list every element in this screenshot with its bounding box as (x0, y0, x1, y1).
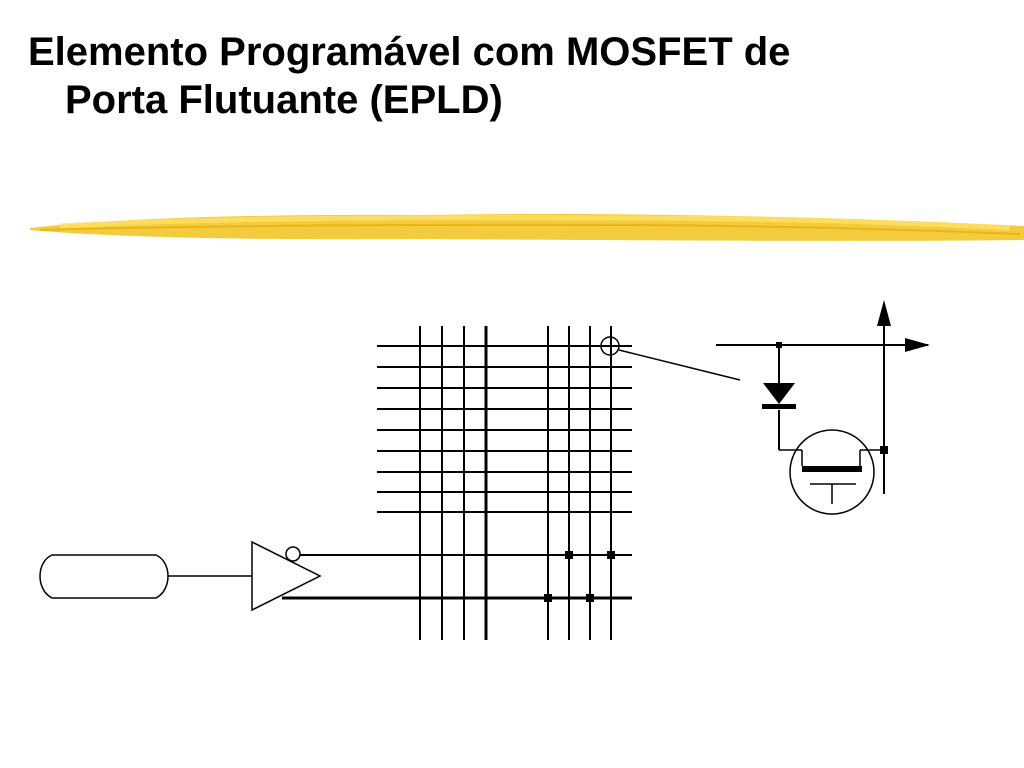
crosspoint-callout-line (618, 349, 741, 381)
matrix-horizontal-lines (377, 345, 632, 513)
brush-stroke-streak (39, 223, 1021, 235)
slide-title: Elemento Programável com MOSFET de Porta… (28, 28, 790, 124)
diode-triangle (763, 383, 795, 404)
junction-dot (880, 446, 888, 454)
matrix-vertical-lines (419, 326, 612, 640)
diode-bar (762, 404, 796, 409)
input-pad (39, 554, 169, 599)
programmable-crosspoint-circle (600, 336, 620, 356)
buffer-triangle (251, 540, 322, 612)
output-arrow-icon (905, 338, 930, 352)
brush-stroke-highlight (59, 215, 1011, 231)
connection-dot (607, 551, 615, 559)
slide-title-line1: Elemento Programável com MOSFET de (28, 30, 791, 74)
slide-title-line2: Porta Flutuante (EPLD) (65, 78, 503, 122)
mosfet-envelope (789, 429, 875, 515)
decorative-brush-stroke (30, 214, 1024, 241)
connection-dot (565, 551, 573, 559)
connection-dot (586, 594, 594, 602)
connection-dot (544, 594, 552, 602)
inverter-bubble (285, 546, 301, 562)
junction-dot (776, 342, 782, 348)
mosfet-channel-bar (802, 466, 862, 472)
supply-arrow-icon (877, 300, 891, 326)
